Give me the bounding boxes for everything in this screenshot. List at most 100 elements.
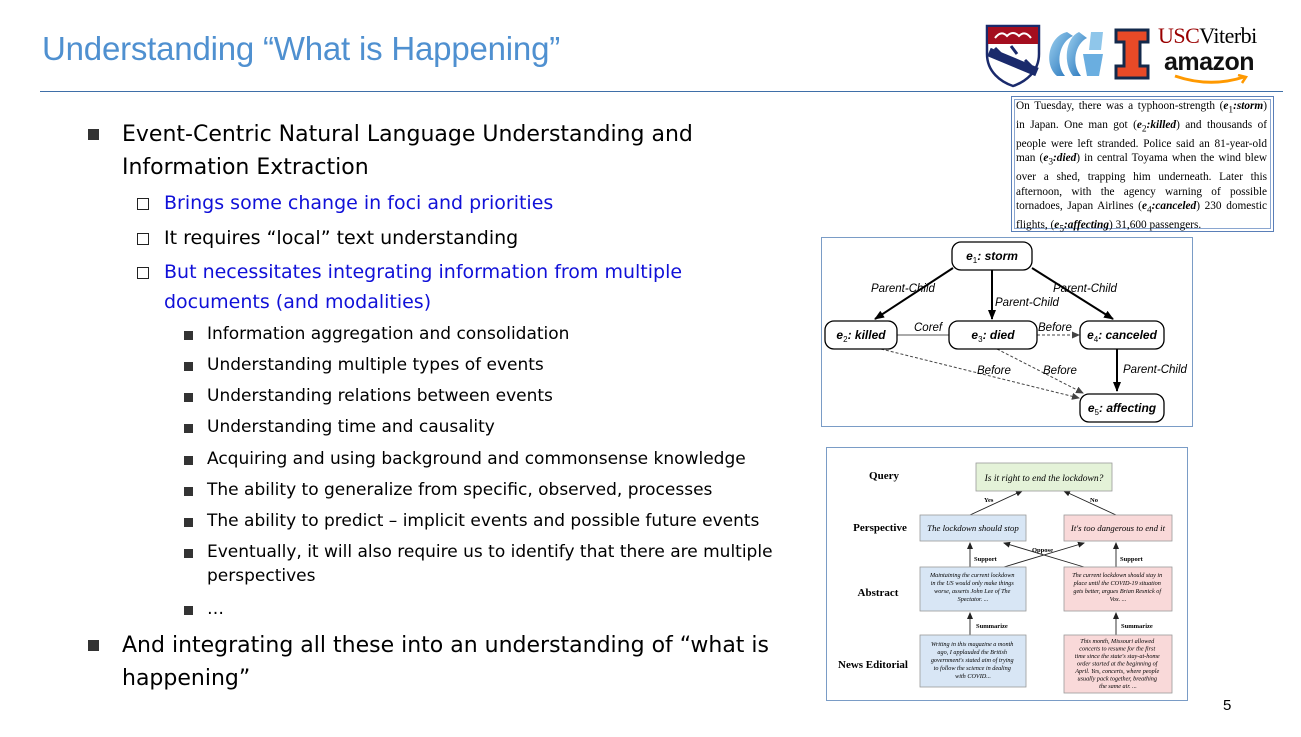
news-text-span: ) and thousands of people were left stra… [1016, 118, 1268, 165]
bullet-text: And integrating all these into an unders… [122, 633, 769, 658]
news-text-span: ) 230 domestic flights, ( [1016, 200, 1267, 232]
editorial-left-box [919, 634, 1027, 688]
perspective-diagram: Query Perspective Abstract News Editoria… [838, 462, 1173, 694]
news-text-span: On Tuesday, there was a typhoon-strength… [1016, 100, 1224, 112]
sub-bullet-change: Brings some change in foci and prioritie… [164, 192, 554, 214]
event-mention: e [1136, 118, 1142, 131]
event-index: 3 [1048, 157, 1054, 168]
bullet-text: Eventually, it will also require us to i… [207, 542, 773, 562]
query-text: Is it right to end the lockdown? [984, 474, 1104, 484]
list-item: Understanding time and causality [207, 417, 495, 437]
row-label-abstract: Abstract [858, 587, 899, 599]
edge-label-coref: Coref [914, 322, 944, 334]
node-affecting-label: e5: affecting [1088, 401, 1157, 417]
abstract-left-box [919, 566, 1027, 612]
bullet-square-icon [184, 606, 193, 615]
bullet-square-icon [184, 518, 193, 527]
node-storm-label: e1: storm [966, 249, 1018, 265]
event-mention: e [1223, 100, 1229, 112]
label-yes: Yes [984, 497, 994, 504]
node-canceled-label: e4: canceled [1087, 328, 1158, 344]
edge-label-before: Before [1043, 365, 1077, 377]
bullet-square-icon [184, 393, 193, 402]
edge-label-parent-child: Parent-Child [995, 297, 1060, 309]
bullet-text: happening” [122, 666, 251, 691]
list-item: … [207, 599, 224, 619]
event-mention: e [1043, 152, 1049, 165]
usc-viterbi-logo: USCViterbi [1158, 23, 1257, 49]
label-summarize: Summarize [1121, 623, 1153, 630]
edge-label-parent-child: Parent-Child [1053, 283, 1118, 295]
news-text-span: ) in central Toyama when the wind blew o… [1016, 152, 1267, 213]
viterbi-text: Viterbi [1199, 23, 1257, 48]
amazon-logo: amazon [1164, 48, 1255, 76]
perspective-diagram-frame [826, 447, 1188, 701]
bullet-square-icon [184, 456, 193, 465]
edge-storm-killed [874, 267, 954, 320]
edge-killed-affecting [880, 348, 1080, 400]
node-killed [824, 320, 898, 350]
bullet-square-icon [184, 362, 193, 371]
event-index: 4 [1146, 205, 1152, 216]
event-mention: :storm [1233, 100, 1264, 112]
edge-label-before: Before [977, 365, 1011, 377]
node-died [948, 320, 1038, 350]
hollow-square-icon [137, 233, 149, 245]
bullet-text: But necessitates integrating information… [164, 261, 683, 283]
perspective-left-box [919, 514, 1027, 542]
news-text-span: ) 31,600 passengers. [1108, 219, 1202, 232]
editorial-right-box [1063, 634, 1173, 694]
node-affecting [1079, 393, 1165, 423]
usc-text: USC [1158, 23, 1200, 48]
abstract-right-text: The current lockdown should stay in plac… [1072, 572, 1164, 603]
abstract-right-box [1063, 566, 1173, 612]
slide-title: Understanding “What is Happening” [42, 30, 561, 67]
edge-label-parent-child: Parent-Child [1123, 364, 1188, 376]
bullet-integrating-all: And integrating all these into an unders… [122, 629, 769, 695]
bullet-square-icon [184, 487, 193, 496]
news-excerpt-text: On Tuesday, there was a typhoon-strength… [1016, 99, 1267, 237]
arrow-oppose-2 [1003, 541, 1085, 568]
bullet-square-icon [88, 640, 99, 651]
news-excerpt-box: On Tuesday, there was a typhoon-strength… [1011, 96, 1274, 234]
node-died-label: e3: died [971, 328, 1015, 344]
event-index: 1 [1228, 105, 1234, 116]
label-summarize: Summarize [976, 623, 1008, 630]
isi-gi-logo [1049, 32, 1103, 76]
bullet-text: documents (and modalities) [164, 291, 432, 313]
label-oppose: Oppose [1032, 547, 1053, 554]
node-canceled [1079, 320, 1165, 350]
bullet-square-icon [184, 331, 193, 340]
perspective-right-text: It's too dangerous to end it [1070, 523, 1166, 533]
bullet-text: Information Extraction [122, 155, 369, 180]
hollow-square-icon [137, 267, 149, 279]
bullet-event-centric: Event-Centric Natural Language Understan… [122, 118, 693, 184]
event-index: 2 [1141, 124, 1147, 135]
bullet-text: perspectives [207, 566, 316, 586]
perspective-right-box [1063, 514, 1173, 542]
bullet-square-icon [184, 424, 193, 433]
editorial-left-text: Writing in this magazine a month ago, I … [931, 641, 1015, 680]
bullet-text: Event-Centric Natural Language Understan… [122, 122, 693, 147]
penn-shield-logo [985, 24, 1041, 88]
event-graph-diagram: Parent-Child Parent-Child Parent-Child P… [824, 241, 1188, 423]
sub-bullet-local: It requires “local” text understanding [164, 227, 519, 249]
event-mention: :affecting [1064, 219, 1109, 232]
label-support: Support [974, 556, 998, 563]
event-graph-frame [821, 237, 1193, 427]
event-mention: :killed [1146, 118, 1177, 131]
list-item: Understanding relations between events [207, 386, 553, 406]
list-item: Acquiring and using background and commo… [207, 449, 746, 469]
title-divider [40, 91, 1283, 92]
list-item: Understanding multiple types of events [207, 355, 544, 375]
bullet-square-icon [184, 549, 193, 558]
query-box [975, 462, 1113, 492]
list-item: Eventually, it will also require us to i… [207, 540, 773, 588]
hollow-square-icon [137, 198, 149, 210]
edge-storm-canceled [1031, 267, 1114, 320]
arrow-yes [969, 490, 1023, 516]
news-text-span: ) in Japan. One man got ( [1016, 100, 1267, 131]
illinois-logo [1114, 28, 1150, 80]
label-no: No [1090, 497, 1098, 504]
abstract-left-text: Maintaining the current lockdown in the … [929, 572, 1016, 603]
